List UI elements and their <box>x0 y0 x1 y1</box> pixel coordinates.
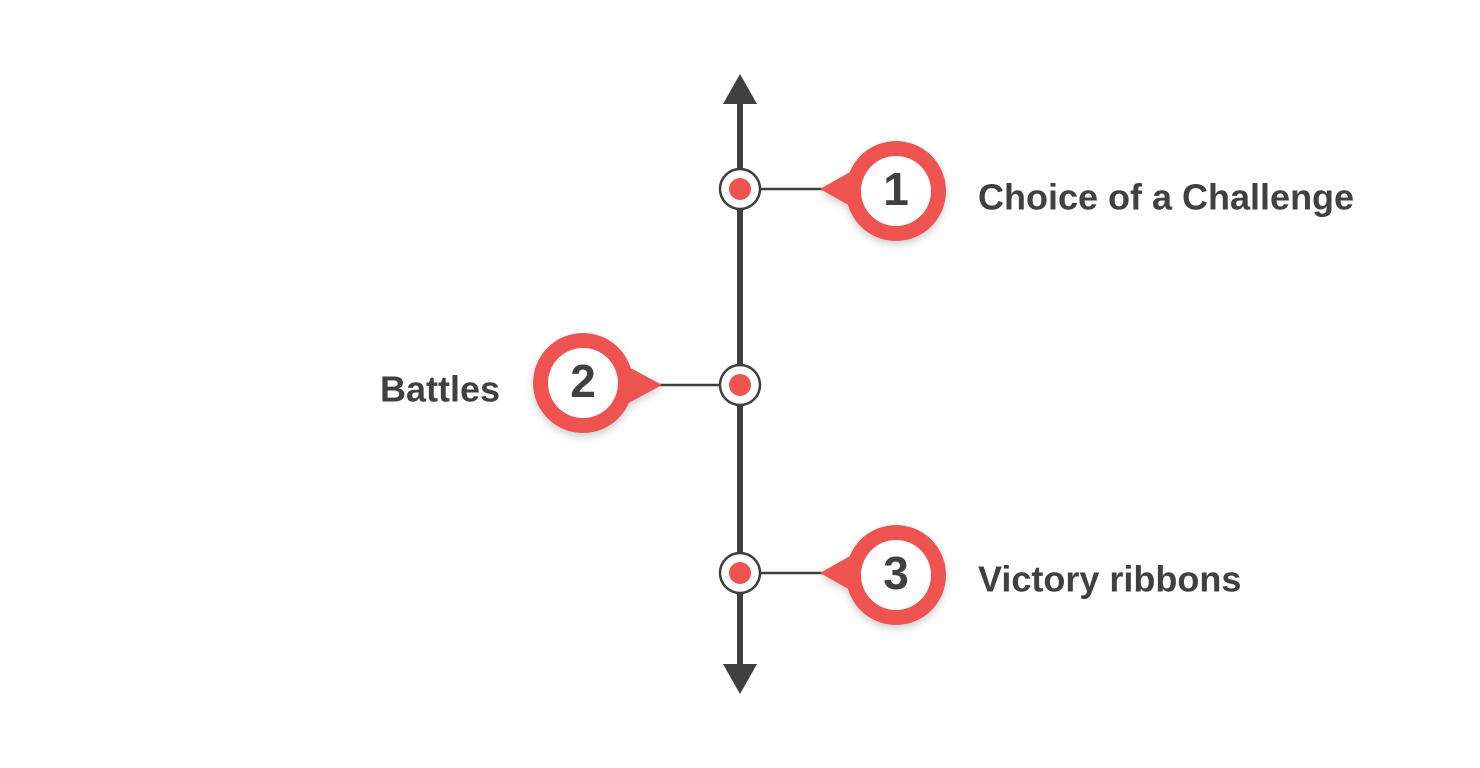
axis-node-dot <box>729 562 751 584</box>
axis-arrow-up-icon <box>723 74 757 104</box>
step-number: 3 <box>883 547 909 599</box>
timeline-step-2: 2 Battles <box>380 333 762 433</box>
axis-node-dot <box>729 178 751 200</box>
timeline-step-1: 1 Choice of a Challenge <box>718 141 1354 241</box>
timeline-step-3: 3 Victory ribbons <box>718 525 1241 625</box>
step-label: Victory ribbons <box>978 559 1241 600</box>
axis-arrow-down-icon <box>723 664 757 694</box>
step-number: 2 <box>570 355 596 407</box>
step-label: Battles <box>380 369 500 410</box>
step-badge <box>533 333 662 433</box>
step-badge <box>820 525 946 625</box>
step-badge <box>820 141 946 241</box>
step-label: Choice of a Challenge <box>978 177 1354 218</box>
axis-node-dot <box>729 374 751 396</box>
step-number: 1 <box>883 163 909 215</box>
